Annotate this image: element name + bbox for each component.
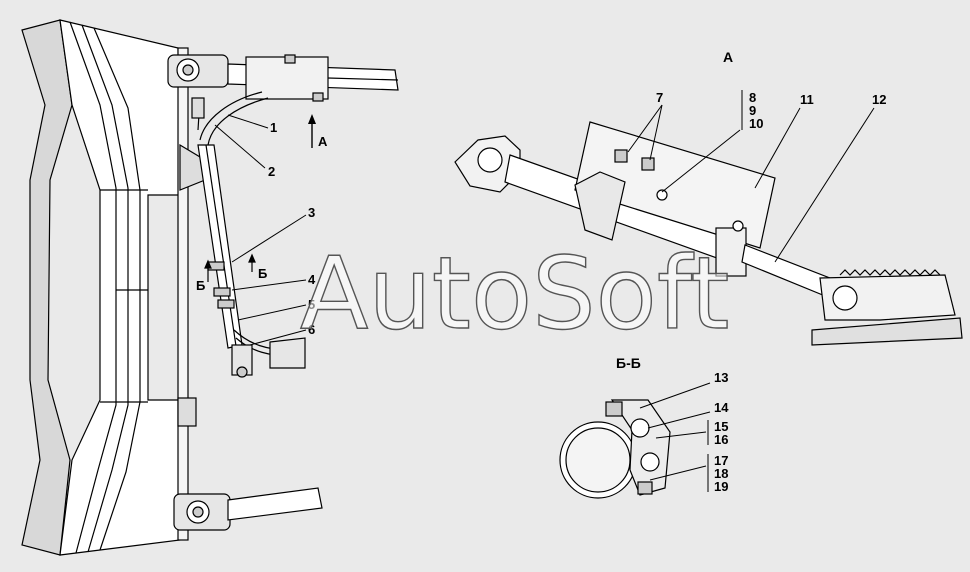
push-frame [177,47,189,541]
hose-assembly [191,91,306,378]
callout-16: 16 [714,432,728,447]
section-bb-title: Б-Б [616,355,641,371]
callout-7: 7 [656,90,663,105]
upper-push-arm [167,54,399,102]
blade-frame [21,19,206,556]
callout-18: 18 [714,466,728,481]
callout-14: 14 [714,400,729,415]
callout-2: 2 [268,164,275,179]
lower-push-arm [173,487,323,531]
leader-lines-view-a [627,90,875,263]
section-cut-arrows [204,253,256,282]
callout-5: 5 [308,297,315,312]
callout-19: 19 [714,479,728,494]
callout-3: 3 [308,205,315,220]
callout-12: 12 [872,92,886,107]
callout-10: 10 [749,116,763,131]
leader-lines-left [214,114,307,346]
watermark: AutoSoft [300,235,730,352]
view-arrow-a-label: А [318,134,328,149]
callout-6: 6 [308,322,315,337]
callout-4: 4 [308,272,316,287]
hose-bracket [269,337,306,369]
view-a-cylinder [454,121,963,346]
callout-13: 13 [714,370,728,385]
leader-lines-section [639,382,711,492]
callout-8: 8 [749,90,756,105]
view-a-title: А [723,49,733,65]
section-bb [559,399,671,499]
mount-base [811,317,963,346]
front-mount [819,274,956,321]
bracket-lower [177,397,197,427]
section-cut-right-label: Б [258,266,267,281]
callout-9: 9 [749,103,756,118]
view-arrow-a [308,114,316,148]
callout-15: 15 [714,419,728,434]
callout-1: 1 [270,120,277,135]
callout-11: 11 [800,92,814,107]
callout-17: 17 [714,453,728,468]
section-cut-left-label: Б [196,278,205,293]
